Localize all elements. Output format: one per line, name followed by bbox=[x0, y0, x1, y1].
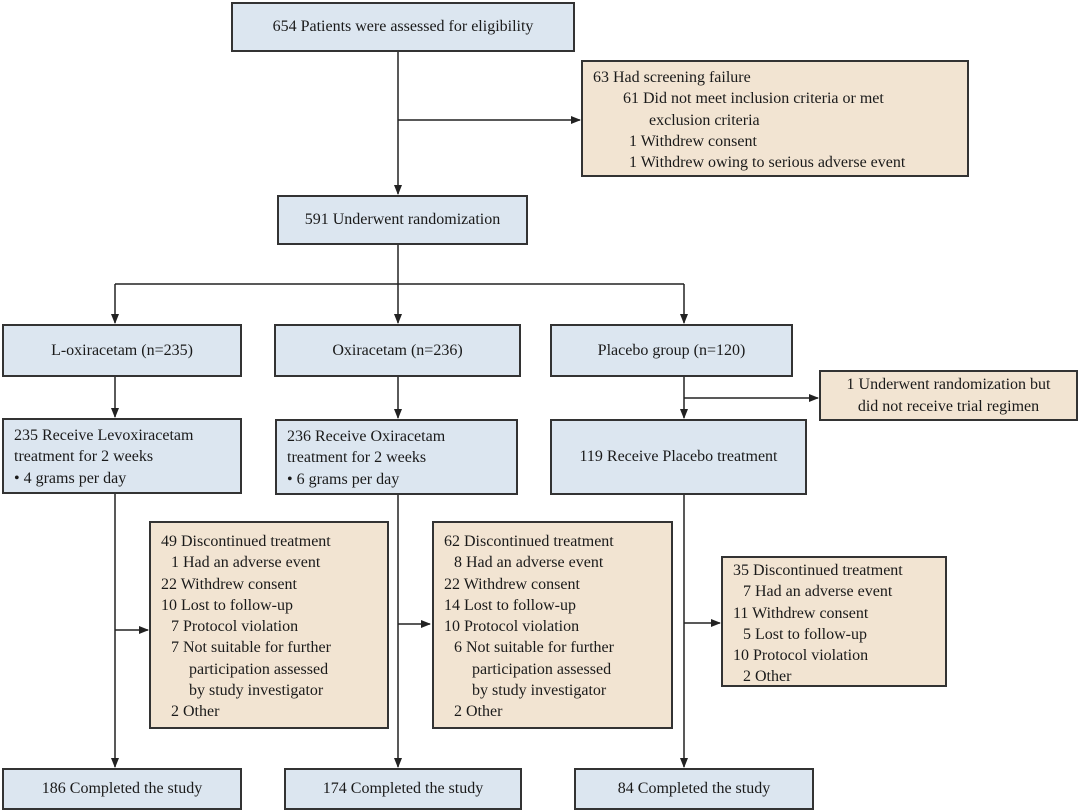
discontinued-placebo-header: 35 Discontinued treatment bbox=[733, 562, 903, 579]
discontinued-levo-item: participation assessed bbox=[189, 660, 329, 678]
discontinued-levo-item: 2 Other bbox=[171, 703, 220, 721]
discontinued-placebo-item: 5 Lost to follow-up bbox=[743, 625, 867, 643]
arm-placebo-label: Placebo group (n=120) bbox=[597, 341, 746, 359]
discontinued-placebo-item: 2 Other bbox=[743, 668, 792, 686]
treatment-placebo-box: 119 Receive Placebo treatment bbox=[550, 419, 807, 495]
discontinued-levo-item: 10 Lost to follow-up bbox=[161, 596, 293, 614]
discontinued-placebo-item: 11 Withdrew consent bbox=[733, 604, 869, 622]
placebo-excluded-line: did not receive trial regimen bbox=[857, 397, 1040, 415]
discontinued-oxi-item: 10 Protocol violation bbox=[444, 618, 580, 636]
placebo-excluded-line: 1 Underwent randomization but bbox=[846, 376, 1051, 394]
screening-failure-box: 63 Had screening failure 61 Did not meet… bbox=[581, 60, 969, 177]
discontinued-placebo-box: 35 Discontinued treatment 7 Had an adver… bbox=[721, 556, 947, 687]
discontinued-levo-item: by study investigator bbox=[189, 682, 324, 700]
arm-placebo-box: Placebo group (n=120) bbox=[550, 324, 793, 377]
discontinued-levo-item: 1 Had an adverse event bbox=[171, 554, 321, 572]
discontinued-levo-item: 7 Not suitable for further bbox=[171, 639, 331, 657]
discontinued-oxi-header: 62 Discontinued treatment bbox=[444, 533, 614, 550]
treatment-oxi-dose: • 6 grams per day bbox=[287, 470, 400, 488]
treatment-levo-line: 235 Receive Levoxiracetam bbox=[14, 427, 194, 444]
screening-failure-item: 1 Withdrew consent bbox=[629, 132, 757, 150]
discontinued-oxi-item: by study investigator bbox=[472, 682, 607, 700]
completed-oxi-text: 174 Completed the study bbox=[322, 780, 484, 798]
screening-failure-item: 1 Withdrew owing to serious adverse even… bbox=[629, 154, 906, 172]
treatment-levo-box: 235 Receive Levoxiracetam treatment for … bbox=[2, 418, 242, 494]
completed-levo-text: 186 Completed the study bbox=[41, 780, 203, 798]
discontinued-levo-item: 22 Withdrew consent bbox=[161, 575, 297, 593]
discontinued-placebo-item: 7 Had an adverse event bbox=[743, 583, 893, 601]
discontinued-levo-item: 7 Protocol violation bbox=[171, 618, 299, 636]
discontinued-oxi-item: 8 Had an adverse event bbox=[454, 554, 604, 572]
treatment-levo-dose: • 4 grams per day bbox=[14, 469, 127, 487]
discontinued-levo-header: 49 Discontinued treatment bbox=[161, 533, 331, 550]
arm-oxi-box: Oxiracetam (n=236) bbox=[274, 324, 521, 377]
randomized-text: 591 Underwent randomization bbox=[304, 211, 501, 229]
arm-levo-box: L-oxiracetam (n=235) bbox=[2, 324, 242, 377]
treatment-levo-line: treatment for 2 weeks bbox=[14, 448, 154, 466]
discontinued-oxi-item: 2 Other bbox=[454, 703, 503, 721]
assessed-text: 654 Patients were assessed for eligibili… bbox=[272, 18, 534, 36]
treatment-oxi-box: 236 Receive Oxiracetam treatment for 2 w… bbox=[275, 419, 518, 495]
treatment-oxi-line: 236 Receive Oxiracetam bbox=[287, 428, 446, 445]
discontinued-oxi-box: 62 Discontinued treatment 8 Had an adver… bbox=[432, 521, 673, 729]
assessed-box: 654 Patients were assessed for eligibili… bbox=[231, 2, 575, 52]
treatment-oxi-line: treatment for 2 weeks bbox=[287, 449, 427, 467]
completed-placebo-box: 84 Completed the study bbox=[574, 768, 814, 810]
screening-failure-item: exclusion criteria bbox=[649, 111, 760, 129]
randomized-box: 591 Underwent randomization bbox=[277, 195, 528, 245]
discontinued-oxi-item: participation assessed bbox=[472, 660, 612, 678]
discontinued-oxi-item: 6 Not suitable for further bbox=[454, 639, 614, 657]
placebo-excluded-box: 1 Underwent randomization but did not re… bbox=[819, 370, 1078, 421]
arm-oxi-label: Oxiracetam (n=236) bbox=[332, 341, 463, 359]
discontinued-placebo-item: 10 Protocol violation bbox=[733, 647, 869, 665]
completed-levo-box: 186 Completed the study bbox=[2, 768, 242, 810]
arm-levo-label: L-oxiracetam (n=235) bbox=[51, 341, 193, 359]
discontinued-levo-box: 49 Discontinued treatment 1 Had an adver… bbox=[149, 521, 389, 729]
completed-oxi-box: 174 Completed the study bbox=[284, 768, 522, 810]
screening-failure-header: 63 Had screening failure bbox=[593, 69, 751, 86]
discontinued-oxi-item: 14 Lost to follow-up bbox=[444, 596, 576, 614]
completed-placebo-text: 84 Completed the study bbox=[617, 780, 771, 798]
treatment-placebo-label: 119 Receive Placebo treatment bbox=[579, 448, 778, 466]
discontinued-oxi-item: 22 Withdrew consent bbox=[444, 575, 580, 593]
screening-failure-item: 61 Did not meet inclusion criteria or me… bbox=[623, 90, 884, 108]
